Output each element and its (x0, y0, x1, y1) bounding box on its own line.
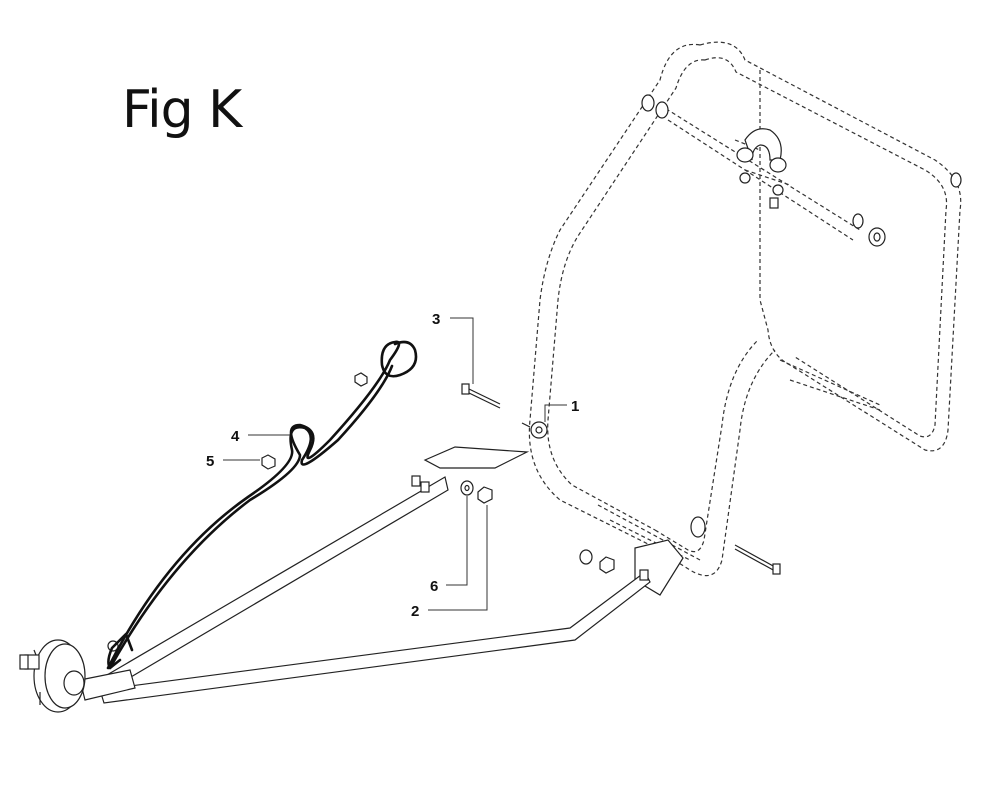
callout-labels: 3 1 4 5 6 2 (206, 311, 579, 620)
tow-bar (79, 475, 651, 704)
callout-4: 4 (231, 428, 240, 445)
callout-3: 3 (432, 311, 440, 328)
bolt-part-3 (461, 383, 501, 409)
callout-1: 1 (571, 398, 579, 415)
bracket-part-1 (521, 421, 548, 439)
washers-nuts (107, 480, 615, 652)
callout-5: 5 (206, 453, 214, 470)
callout-leaders (223, 317, 567, 611)
nut-part-5 (261, 454, 276, 470)
bolt-right (734, 544, 781, 575)
callout-6: 6 (430, 578, 438, 595)
frame-outline (528, 41, 962, 577)
callout-2: 2 (411, 603, 419, 620)
hitch-coupler (19, 639, 86, 713)
safety-cable-part-4 (106, 340, 418, 670)
nut-top (354, 372, 368, 387)
figure-title: Fig K (122, 80, 242, 140)
frame-fittings (641, 94, 962, 538)
